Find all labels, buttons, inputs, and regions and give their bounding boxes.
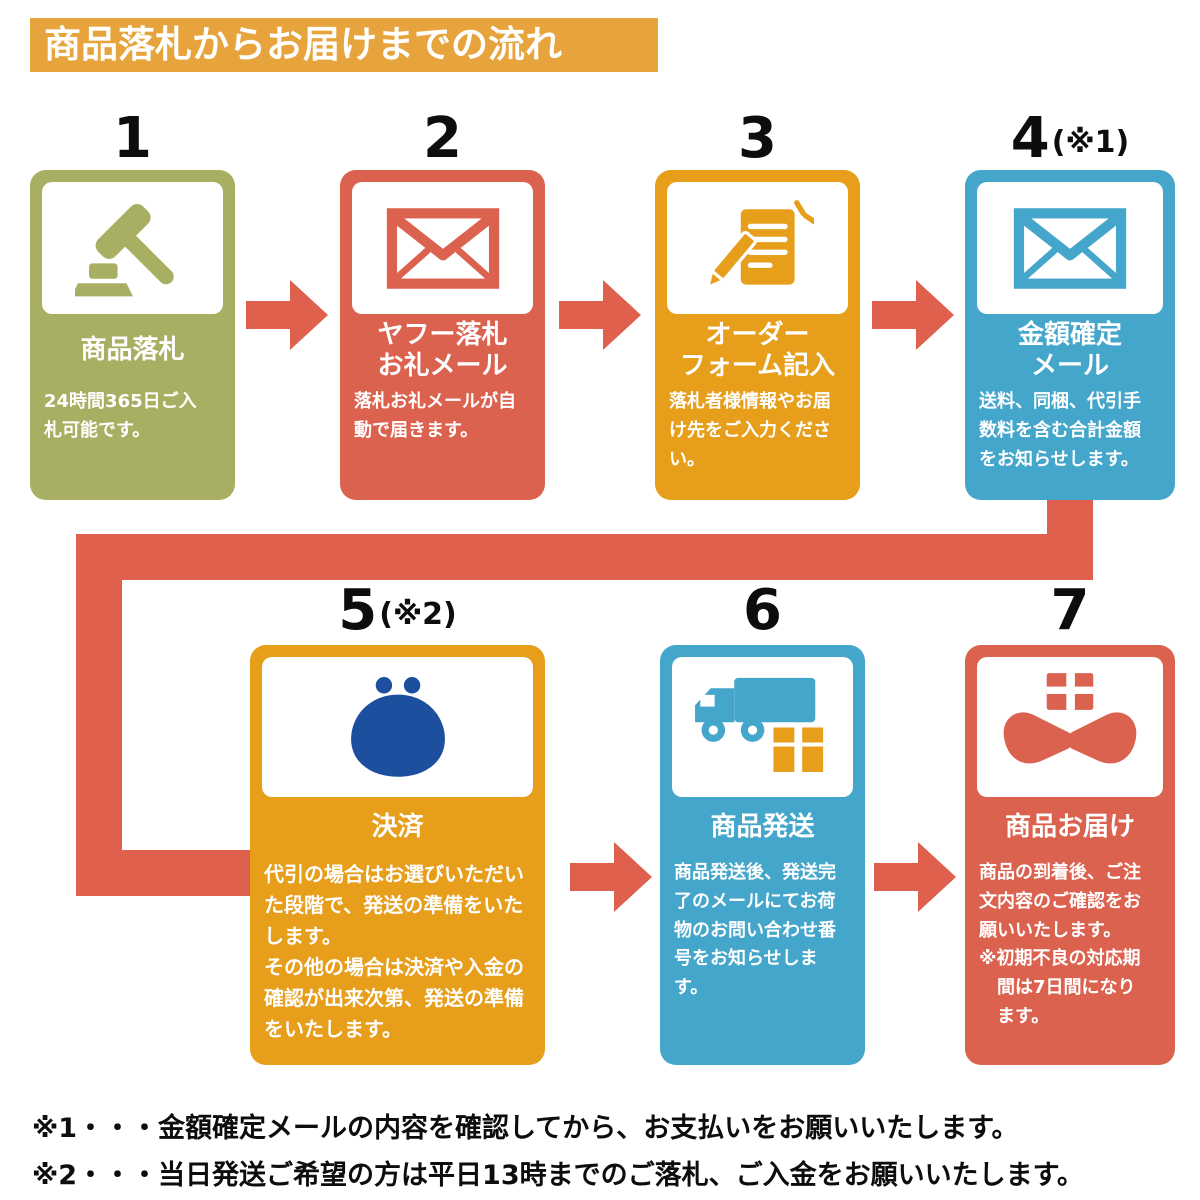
step-5-number: 5 (※2) <box>250 578 545 640</box>
page-title: 商品落札からお届けまでの流れ <box>30 18 658 72</box>
footnote-1: ※1・・・金額確定メールの内容を確認してから、お支払いをお願いいたします。 <box>32 1113 1019 1144</box>
step-number-text: 1 <box>113 106 152 171</box>
step-desc: 24時間365日ご入 札可能です。 <box>44 391 197 441</box>
step-card-thanks-mail: ヤフー落札 お礼メール 落札お礼メールが自 動で届きます。 <box>340 170 545 500</box>
mail-icon <box>977 182 1163 314</box>
order-form-pencil-icon <box>667 182 848 314</box>
arrow-right-icon <box>568 842 654 912</box>
hands-package-icon <box>977 657 1163 797</box>
step-number-text: 3 <box>738 106 777 171</box>
flow-connector-segment <box>76 850 252 896</box>
arrow-right-icon <box>870 280 956 350</box>
step-card-payment: 決済 代引の場合はお選びいただい た段階で、発送の準備をいた します。 その他の… <box>250 645 545 1065</box>
footnote-2: ※2・・・当日発送ご希望の方は平日13時までのご落札、ご入金をお願いいたします。 <box>32 1160 1084 1191</box>
step-desc: 商品発送後、発送完 了のメールにてお荷 物のお問い合わせ番 号をお知らせします。 <box>674 862 836 999</box>
gavel-icon <box>42 182 223 314</box>
step-number-text: 7 <box>1050 578 1090 643</box>
step-7-number: 7 <box>965 578 1175 640</box>
step-1-number: 1 <box>30 106 235 168</box>
step-title: 決済 <box>371 812 424 843</box>
step-number-note: (※1) <box>1051 125 1130 160</box>
step-card-price-mail: 金額確定 メール 送料、同梱、代引手 数料を含む合計金額 をお知らせします。 <box>965 170 1175 500</box>
step-card-shipping: 商品発送 商品発送後、発送完 了のメールにてお荷 物のお問い合わせ番 号をお知ら… <box>660 645 865 1065</box>
step-desc: 送料、同梱、代引手 数料を含む合計金額 をお知らせします。 <box>979 391 1141 470</box>
flow-connector-segment <box>76 534 1093 580</box>
step-title: ヤフー落札 お礼メール <box>377 320 508 382</box>
step-title: 商品お届け <box>1004 812 1135 843</box>
step-card-delivery: 商品お届け 商品の到着後、ご注 文内容のご確認をお 願いいたします。 ※初期不良… <box>965 645 1175 1065</box>
step-title: 商品発送 <box>710 812 815 843</box>
step-number-text: 2 <box>423 106 462 171</box>
step-number-text: 5 <box>338 578 378 643</box>
step-card-auction-win: 商品落札 24時間365日ご入 札可能です。 <box>30 170 235 500</box>
arrow-right-icon <box>557 280 643 350</box>
mail-icon <box>352 182 533 314</box>
step-desc: 落札お礼メールが自 動で届きます。 <box>354 391 516 442</box>
arrow-right-icon <box>872 842 958 912</box>
step-title: オーダー フォーム記入 <box>679 320 836 382</box>
step-2-number: 2 <box>340 106 545 168</box>
step-card-order-form: オーダー フォーム記入 落札者様情報やお届 け先をご入力くださ い。 <box>655 170 860 500</box>
arrow-right-icon <box>244 280 330 350</box>
coin-purse-icon <box>262 657 533 797</box>
step-title: 商品落札 <box>80 335 185 366</box>
step-number-text: 6 <box>743 578 782 643</box>
delivery-truck-icon <box>672 657 853 797</box>
step-desc: 商品の到着後、ご注 文内容のご確認をお 願いいたします。 ※初期不良の対応期 間… <box>979 862 1141 1027</box>
step-desc: 落札者様情報やお届 け先をご入力くださ い。 <box>669 391 831 470</box>
step-4-number: 4 (※1) <box>965 106 1175 168</box>
step-title: 金額確定 メール <box>1017 320 1122 382</box>
flow-connector-segment <box>76 534 122 896</box>
step-3-number: 3 <box>655 106 860 168</box>
step-desc: 代引の場合はお選びいただい た段階で、発送の準備をいた します。 その他の場合は… <box>264 862 524 1041</box>
step-number-note: (※2) <box>379 597 457 632</box>
step-6-number: 6 <box>660 578 865 640</box>
step-number-text: 4 <box>1010 106 1050 171</box>
